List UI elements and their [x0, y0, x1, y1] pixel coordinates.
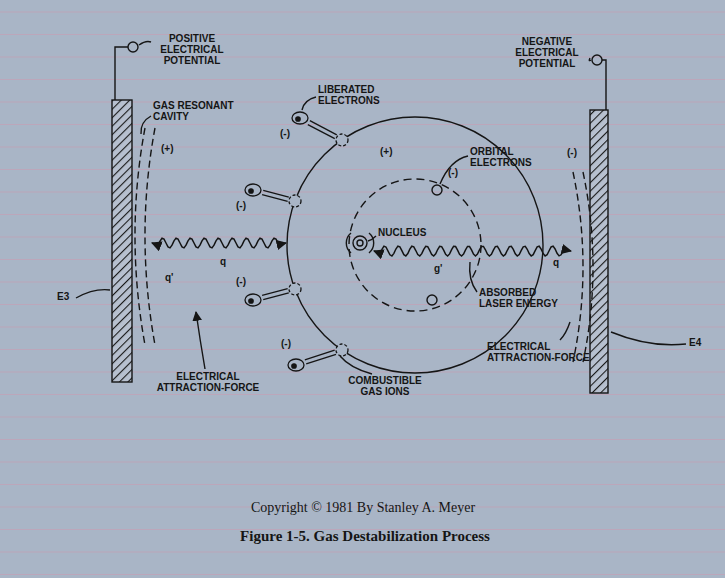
leader-line [196, 312, 205, 369]
paper-rule [0, 552, 725, 553]
nucleus-symbol [353, 236, 367, 250]
potential-label: POSITIVE ELECTRICAL POTENTIAL [152, 33, 232, 67]
paper-rule [0, 79, 725, 80]
nucleus-symbol [346, 233, 351, 253]
callout-label: ORBITAL ELECTRONS [470, 146, 548, 168]
electrode-plate [112, 100, 132, 382]
paper-ruling [0, 12, 725, 575]
potential-label: NEGATIVE ELECTRICAL POTENTIAL [507, 36, 587, 70]
paper-rule [0, 484, 725, 485]
leader-line [440, 156, 468, 184]
leader-line [76, 290, 110, 298]
paper-rule [0, 327, 725, 328]
paper-rule [0, 57, 725, 58]
paper-rule [0, 259, 725, 260]
energy-wave [374, 246, 571, 256]
paper-rule [0, 574, 725, 575]
paper-rule [0, 214, 725, 215]
charge-sign: (+) [161, 143, 174, 154]
paper-rule [0, 417, 725, 418]
callout-label: GAS RESONANT CAVITY [153, 100, 248, 122]
paper-rule [0, 34, 725, 35]
wire [115, 47, 128, 100]
liberated-electron [245, 184, 301, 207]
callout-label: ELECTRICAL ATTRACTION-FORCE [487, 341, 602, 363]
charge-symbol: q' [165, 272, 174, 283]
leader-line [340, 356, 372, 374]
callout-label: ABSORBED LASER ENERGY [479, 287, 569, 309]
charge-sign: (-) [280, 128, 290, 139]
charge-sign: (+) [380, 146, 393, 157]
paper-rule [0, 282, 725, 283]
leader-line [139, 41, 151, 45]
callout-number: E3 [57, 291, 69, 302]
cavity-arc [145, 128, 155, 345]
paper-rule [0, 12, 725, 13]
orbital-electron [432, 185, 442, 195]
leader-line [589, 58, 591, 61]
paper-rule [0, 147, 725, 148]
paper-rule [0, 192, 725, 193]
charge-sign: (-) [281, 338, 291, 349]
callout-label: LIBERATED ELECTRONS [318, 84, 403, 106]
figure-caption: Figure 1-5. Gas Destabilization Process [240, 528, 490, 545]
inner-orbit [349, 179, 481, 311]
charge-symbol: q [220, 256, 226, 267]
cavity-arc [583, 172, 593, 362]
charge-symbol: g' [434, 263, 443, 274]
leader-line [141, 116, 151, 134]
paper-rule [0, 439, 725, 440]
wire [602, 60, 606, 110]
terminal [128, 42, 138, 52]
leader-line [470, 262, 477, 292]
paper-rule [0, 124, 725, 125]
copyright-note: Copyright © 1981 By Stanley A. Meyer [251, 500, 475, 516]
liberated-electron [292, 112, 348, 146]
charge-sign: (-) [567, 147, 577, 158]
charge-sign: (-) [236, 200, 246, 211]
charge-sign: (-) [448, 167, 458, 178]
cavity-arc [573, 172, 583, 362]
callout-number: E4 [689, 337, 701, 348]
nucleus-symbol [369, 233, 374, 253]
terminal [592, 55, 602, 65]
paper-rule [0, 169, 725, 170]
charge-sign: (-) [236, 276, 246, 287]
callout-label: NUCLEUS [378, 227, 426, 238]
leader-line [611, 332, 686, 345]
cavity-arc [135, 128, 145, 345]
leader-line [368, 236, 376, 241]
liberated-electron [245, 283, 301, 306]
callout-label: COMBUSTIBLE GAS IONS [339, 375, 431, 397]
callout-label: ELECTRICAL ATTRACTION-FORCE [151, 371, 266, 393]
paper-rule [0, 462, 725, 463]
orbital-electron [427, 295, 437, 305]
leader-line [560, 322, 570, 340]
leader-line [302, 97, 316, 110]
nucleus-symbol [357, 240, 363, 246]
paper-rule [0, 304, 725, 305]
charge-symbol: q [553, 257, 559, 268]
paper-rule [0, 349, 725, 350]
liberated-electron [288, 344, 348, 371]
energy-wave [152, 238, 286, 248]
